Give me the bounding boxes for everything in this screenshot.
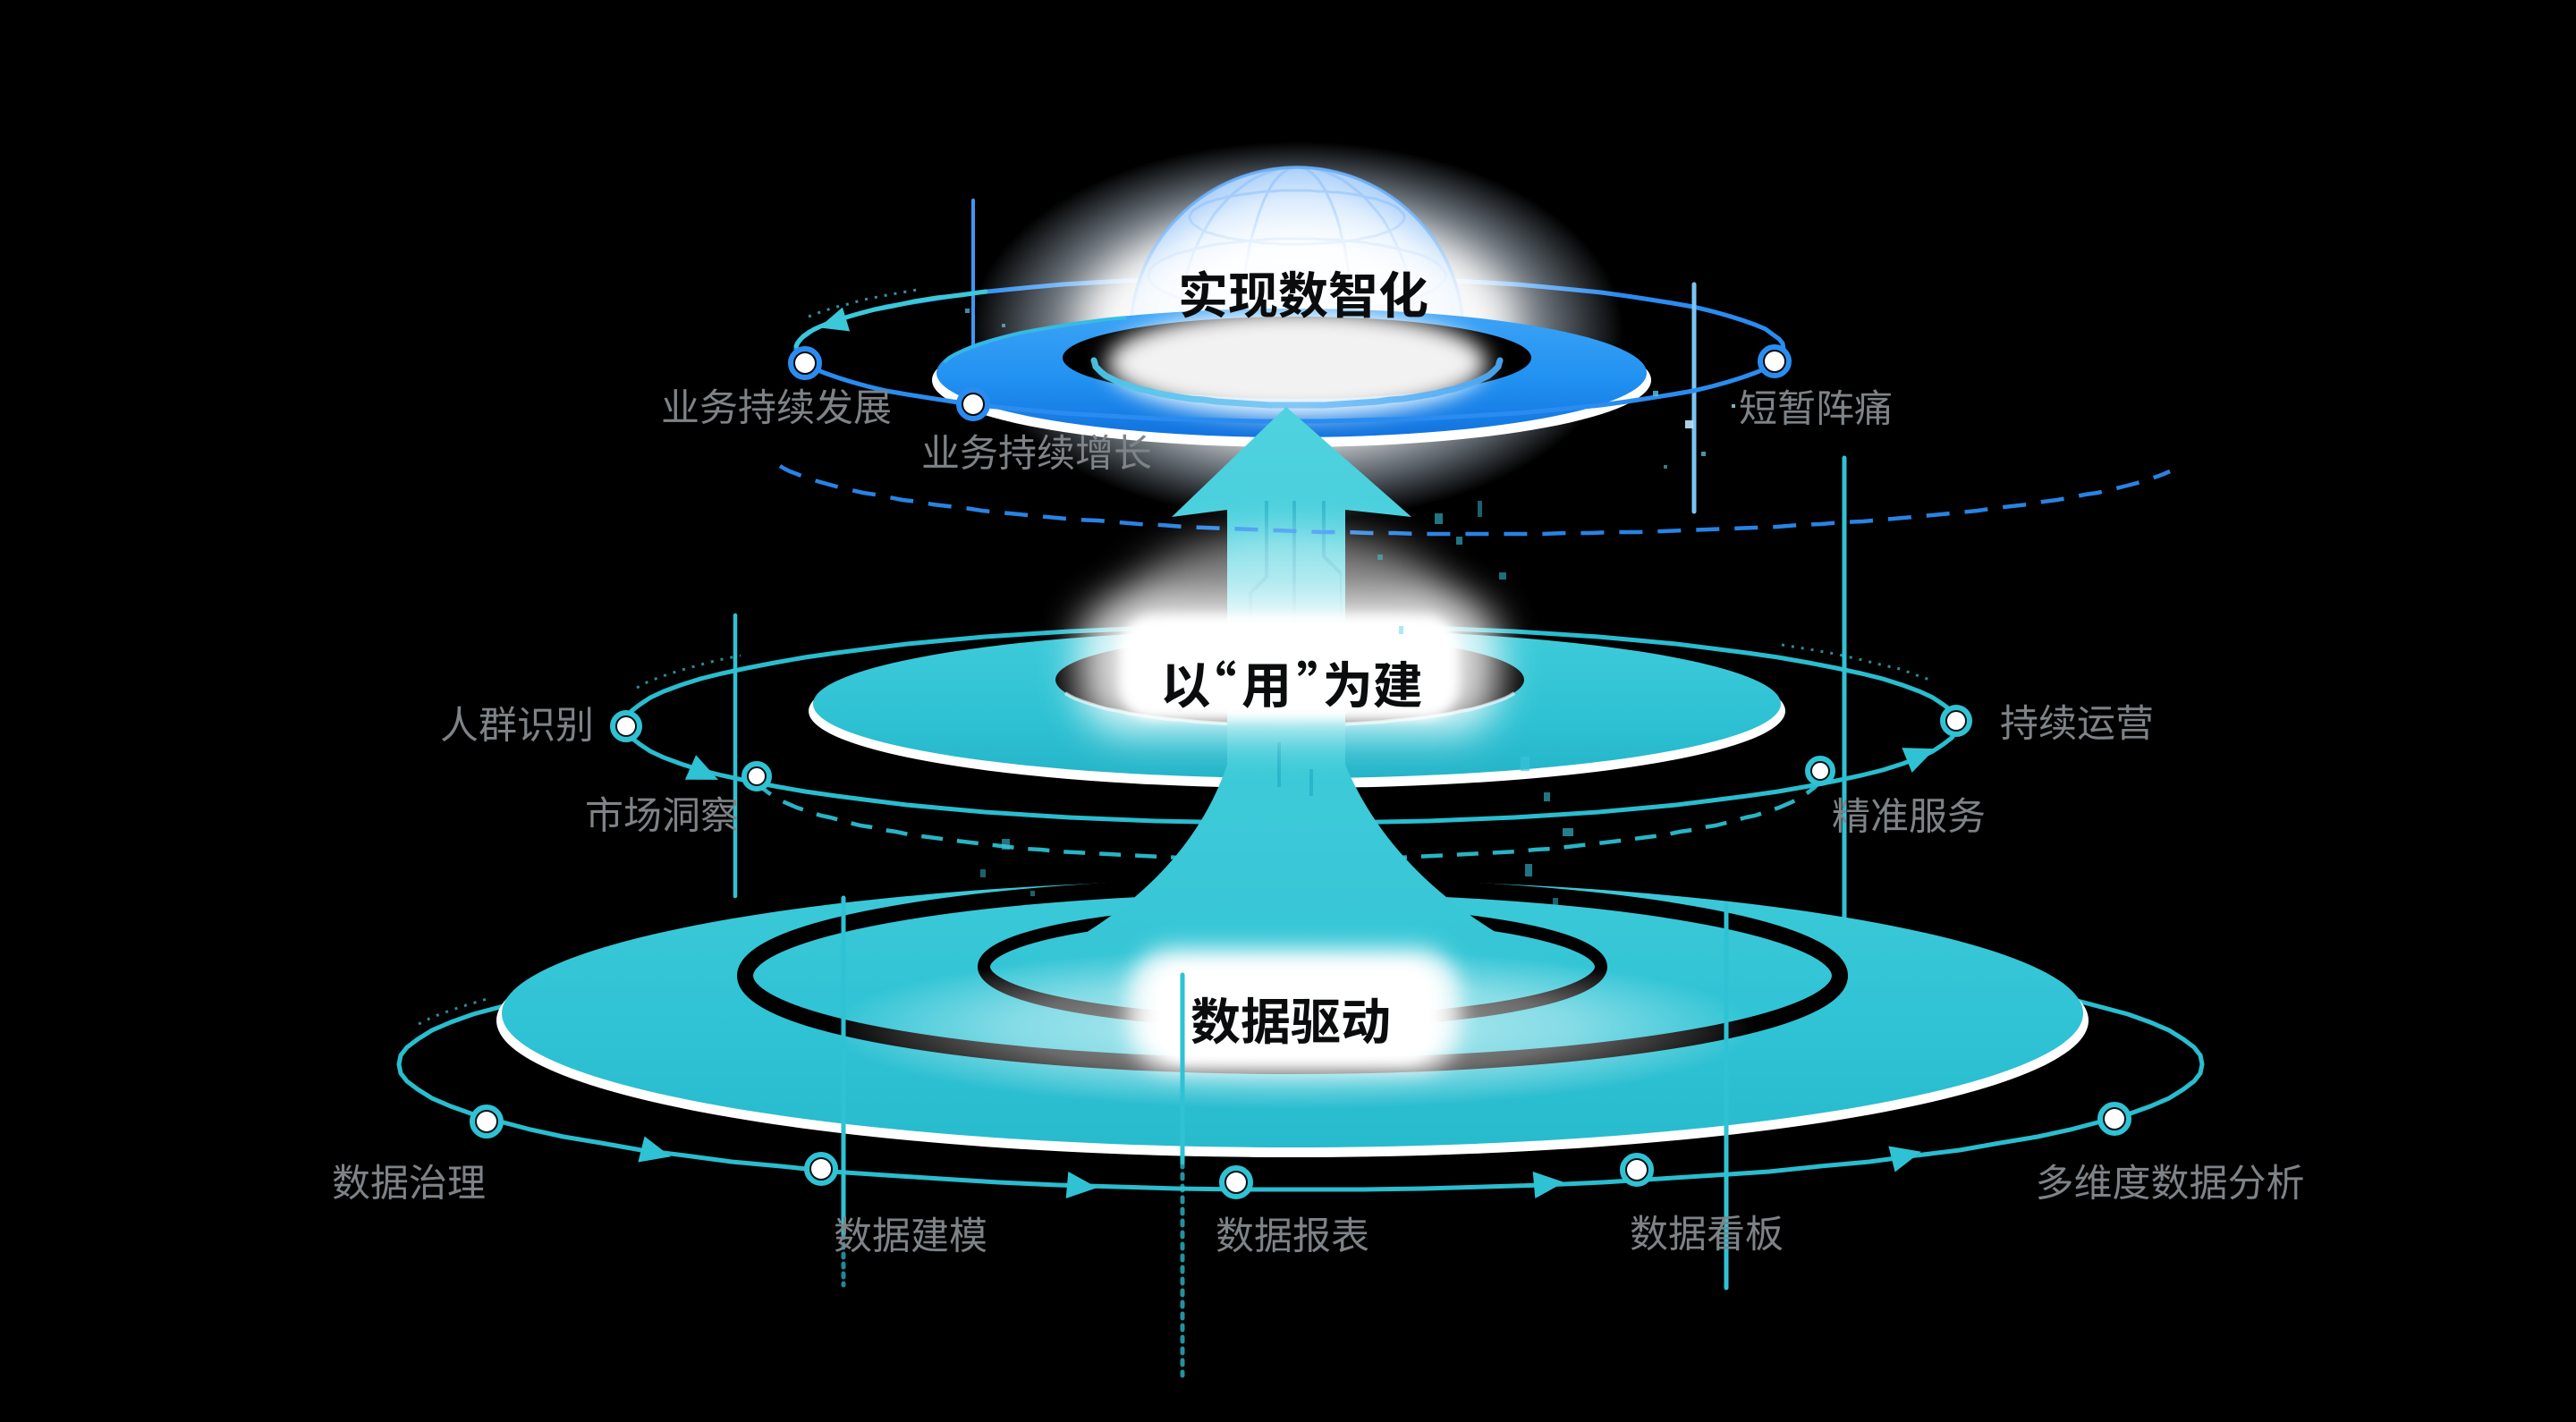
bottom-orbit-node	[1620, 1153, 1654, 1187]
bottom-orbit-arrow-icon	[638, 1136, 671, 1163]
top-dashed-orbit	[778, 464, 2171, 537]
dust-arc-mid-right	[1781, 643, 1933, 682]
tier-top-title: 实现数智化	[1181, 270, 1428, 318]
bottom-orbit-node	[2097, 1102, 2131, 1136]
label-renqun-shibie: 人群识别	[441, 706, 591, 742]
mid-dashed-node	[1805, 756, 1835, 786]
bottom-orbit-node	[1219, 1165, 1253, 1199]
dust-arc-top	[808, 287, 923, 318]
label-chixu-yunying: 持续运营	[2001, 704, 2152, 741]
label-duoweidu-fenxi: 多维度数据分析	[2038, 1164, 2303, 1200]
label-yewu-zengzhang: 业务持续增长	[923, 434, 1151, 470]
top-disk-teal-sheen	[943, 316, 1127, 364]
top-orbit-node	[956, 387, 990, 421]
label-shichang-dongcha: 市场洞察	[587, 796, 738, 833]
label-shuju-baobiao: 数据报表	[1216, 1216, 1368, 1253]
bottom-orbit-front-arc	[396, 1062, 2205, 1192]
mid-orbit-arrow-icon	[1902, 748, 1936, 773]
mid-orbit-node	[1940, 705, 1972, 737]
label-yewu-fazhan: 业务持续发展	[663, 388, 891, 425]
bottom-orbit-node	[804, 1152, 838, 1186]
top-orbit-arrow-icon	[818, 307, 851, 332]
label-jingzhun-fuwu: 精准服务	[1833, 797, 1985, 834]
top-orbit-node	[1758, 344, 1792, 378]
label-shuju-kanban: 数据看板	[1631, 1215, 1783, 1251]
dust-arc-bottom-left	[418, 996, 491, 1026]
tier-bottom-title: 数据驱动	[1191, 996, 1389, 1045]
bottom-orbit-arrow-icon	[1532, 1172, 1564, 1198]
dome-ring-front	[1090, 357, 1504, 409]
mid-title-glow	[1079, 532, 1499, 733]
label-shuju-jianmo: 数据建模	[835, 1216, 987, 1253]
bottom-title-glow	[827, 948, 1758, 1109]
bottom-orbit-arrow-icon	[1888, 1146, 1921, 1172]
label-shuju-zhili: 数据治理	[333, 1164, 485, 1200]
bottom-orbit-node	[470, 1105, 504, 1138]
mid-dashed-node	[741, 761, 772, 791]
bottom-orbit-arrow-icon	[1065, 1172, 1097, 1198]
particle-dust	[965, 309, 1735, 905]
tier-mid-title: 以“用”为建	[1164, 660, 1422, 708]
label-duanzan-zhentong: 短暂阵痛	[1740, 389, 1891, 426]
dome-base-wash	[1107, 309, 1487, 417]
mid-orbit-arrow-icon	[684, 755, 719, 780]
top-orbit-teal-segment	[793, 289, 988, 349]
top-orbit-node	[788, 346, 822, 380]
mid-orbit-node	[610, 710, 642, 742]
